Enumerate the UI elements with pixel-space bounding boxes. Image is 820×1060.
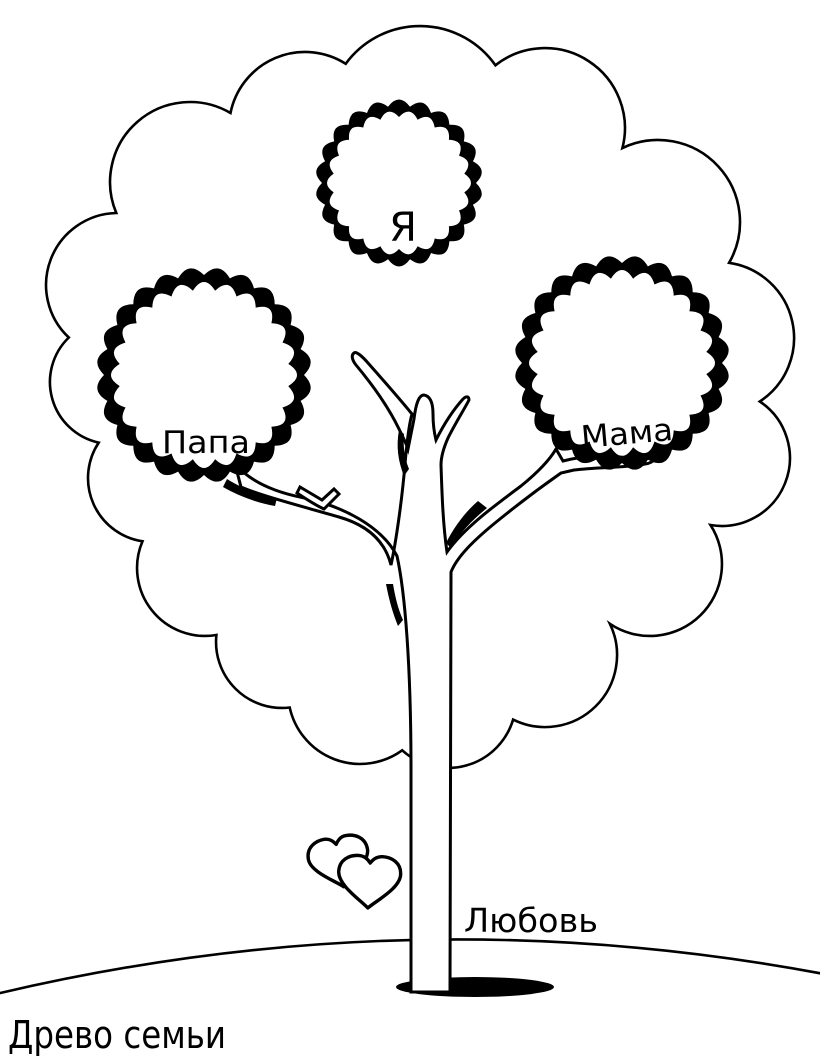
photo-slot-mom: Мама [515,256,729,470]
photo-slot-me: Я [316,99,482,267]
branch-fork-twig [295,484,342,511]
bark-shading [386,584,403,626]
bark-shading [397,430,409,476]
slot-label-me: Я [389,205,417,251]
heart-front-icon [337,853,403,910]
bark-shading [223,479,277,506]
slot-label-mom: Мама [580,412,675,456]
photo-slot-dad: Папа [97,268,311,482]
slot-label-dad: Папа [162,425,250,461]
hearts-icon [306,833,403,910]
love-label: Любовь [464,901,598,940]
page-caption: Древо семьи [8,1013,226,1057]
bark-shading [446,501,487,548]
